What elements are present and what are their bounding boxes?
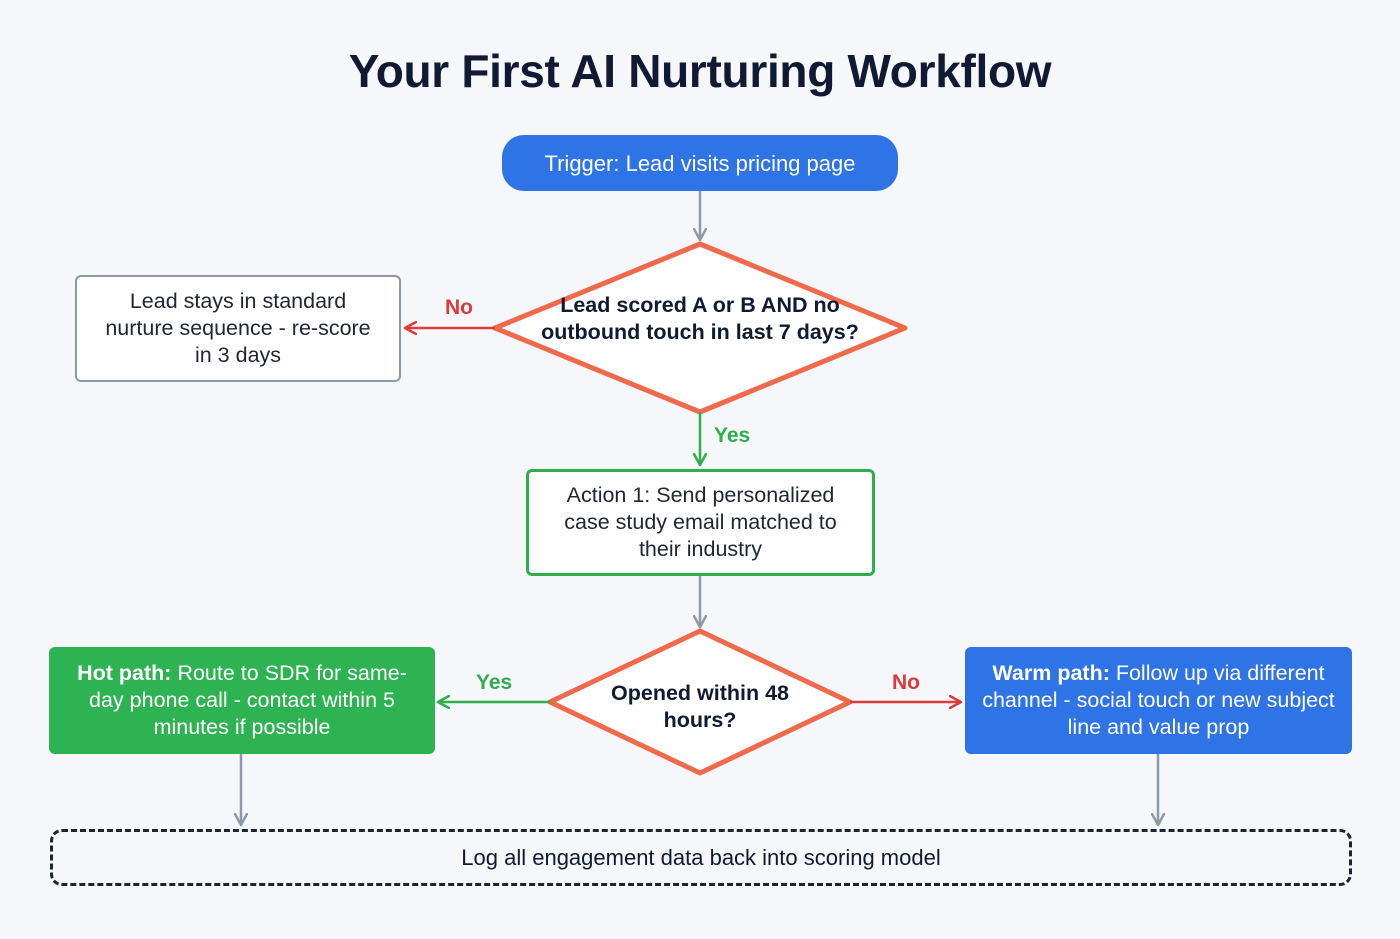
hot-path-title: Hot path:: [77, 661, 172, 685]
standard-nurture-node: Lead stays in standard nurture sequence …: [75, 275, 401, 382]
decision1-no-label: No: [445, 296, 473, 319]
hot-path-node: Hot path: Route to SDR for same-day phon…: [49, 647, 435, 754]
trigger-node: Trigger: Lead visits pricing page: [502, 135, 898, 191]
log-text: Log all engagement data back into scorin…: [461, 845, 941, 870]
decision2-no-label: No: [892, 671, 920, 694]
decision2-diamond: [547, 628, 853, 776]
warm-path-node: Warm path: Follow up via different chann…: [965, 647, 1352, 754]
decision2-text: Opened within 48 hours?: [611, 681, 789, 732]
decision2-yes-label: Yes: [476, 671, 513, 694]
hot-path-text: Route to SDR for same-day phone call - c…: [89, 661, 407, 739]
action1-text: Action 1: Send personalized case study e…: [564, 483, 837, 561]
warm-path-text: Follow up via different channel - social…: [982, 661, 1335, 739]
decision1-text: Lead scored A or B AND no outbound touch…: [541, 293, 859, 344]
decision1-yes-label: Yes: [714, 424, 751, 447]
diagram-title: Your First AI Nurturing Workflow: [348, 45, 1052, 97]
warm-path-content: Warm path: Follow up via different chann…: [977, 660, 1340, 741]
warm-path-title: Warm path:: [992, 661, 1110, 685]
log-node: Log all engagement data back into scorin…: [50, 829, 1352, 886]
trigger-label: Trigger: Lead visits pricing page: [544, 150, 856, 176]
standard-nurture-text: Lead stays in standard nurture sequence …: [105, 289, 371, 367]
action1-node: Action 1: Send personalized case study e…: [526, 469, 875, 576]
hot-path-content: Hot path: Route to SDR for same-day phon…: [71, 660, 413, 741]
